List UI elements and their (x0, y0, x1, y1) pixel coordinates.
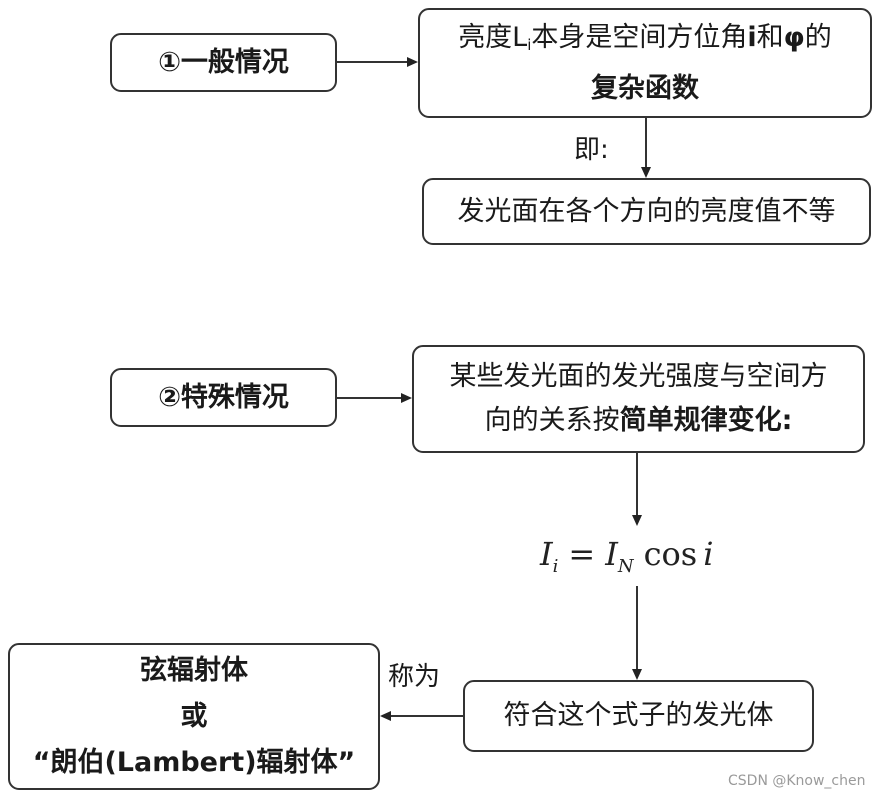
general-case-label: ①一般情况 (158, 46, 289, 78)
arrowhead-desc-to-uneven (641, 167, 651, 178)
arrowhead-general-to-desc (407, 57, 418, 67)
formula-equals: = (568, 535, 596, 573)
uneven-luminance-box: 发光面在各个方向的亮度值不等 (422, 178, 871, 245)
special-case-label: ②特殊情况 (158, 381, 289, 413)
luminance-subscript: i (527, 35, 532, 54)
angle-i-symbol: i (747, 21, 757, 53)
special-desc-line2-normal: 向的关系按 (484, 405, 620, 436)
general-desc-seg2: 本身是空间方位角 (531, 21, 748, 53)
watermark: CSDN @Know_chen (728, 773, 866, 789)
special-case-description-box: 某些发光面的发光强度与空间方 向的关系按简单规律变化: (412, 345, 865, 453)
general-case-box: ①一般情况 (110, 33, 337, 92)
formula-argument: i (703, 535, 714, 573)
formula-lhs-subscript: i (552, 556, 559, 577)
formula-lhs: I (540, 535, 553, 573)
arrowhead-desc-to-formula (632, 515, 642, 526)
lambert-line2: 或 (180, 700, 208, 732)
special-case-box: ②特殊情况 (110, 368, 337, 427)
general-desc-seg4: 的 (804, 21, 832, 53)
angle-phi-symbol: φ (783, 21, 805, 53)
formula-rhs-subscript: N (617, 556, 634, 577)
called-label: 称为 (388, 662, 441, 692)
general-desc-line2: 复杂函数 (591, 72, 699, 104)
lambert-radiator-box: 弦辐射体 或 “朗伯(Lambert)辐射体” (8, 643, 380, 790)
general-desc-line1: 亮度Li本身是空间方位角i和φ的 (458, 16, 832, 67)
arrowhead-special-to-desc (401, 393, 412, 403)
arrowhead-conforming-to-lambert (380, 711, 391, 721)
special-desc-line2: 向的关系按简单规律变化: (485, 399, 793, 443)
uneven-luminance-label: 发光面在各个方向的亮度值不等 (457, 195, 836, 227)
conforming-emitter-label: 符合这个式子的发光体 (503, 700, 774, 731)
lambert-line1: 弦辐射体 (140, 654, 248, 686)
formula-function: cos (643, 535, 698, 573)
special-desc-line1: 某些发光面的发光强度与空间方 (449, 361, 828, 392)
general-case-description-box: 亮度Li本身是空间方位角i和φ的 复杂函数 (418, 8, 872, 118)
lambert-line3: “朗伯(Lambert)辐射体” (32, 746, 356, 778)
special-desc-line2-bold: 简单规律变化: (619, 405, 793, 436)
namely-label: 即: (574, 135, 609, 165)
arrowhead-formula-to-conforming (632, 669, 642, 680)
conforming-emitter-box: 符合这个式子的发光体 (463, 680, 814, 752)
general-desc-seg1: 亮度L (458, 21, 528, 53)
formula-rhs: I (605, 535, 618, 573)
general-desc-seg3: 和 (756, 21, 784, 53)
